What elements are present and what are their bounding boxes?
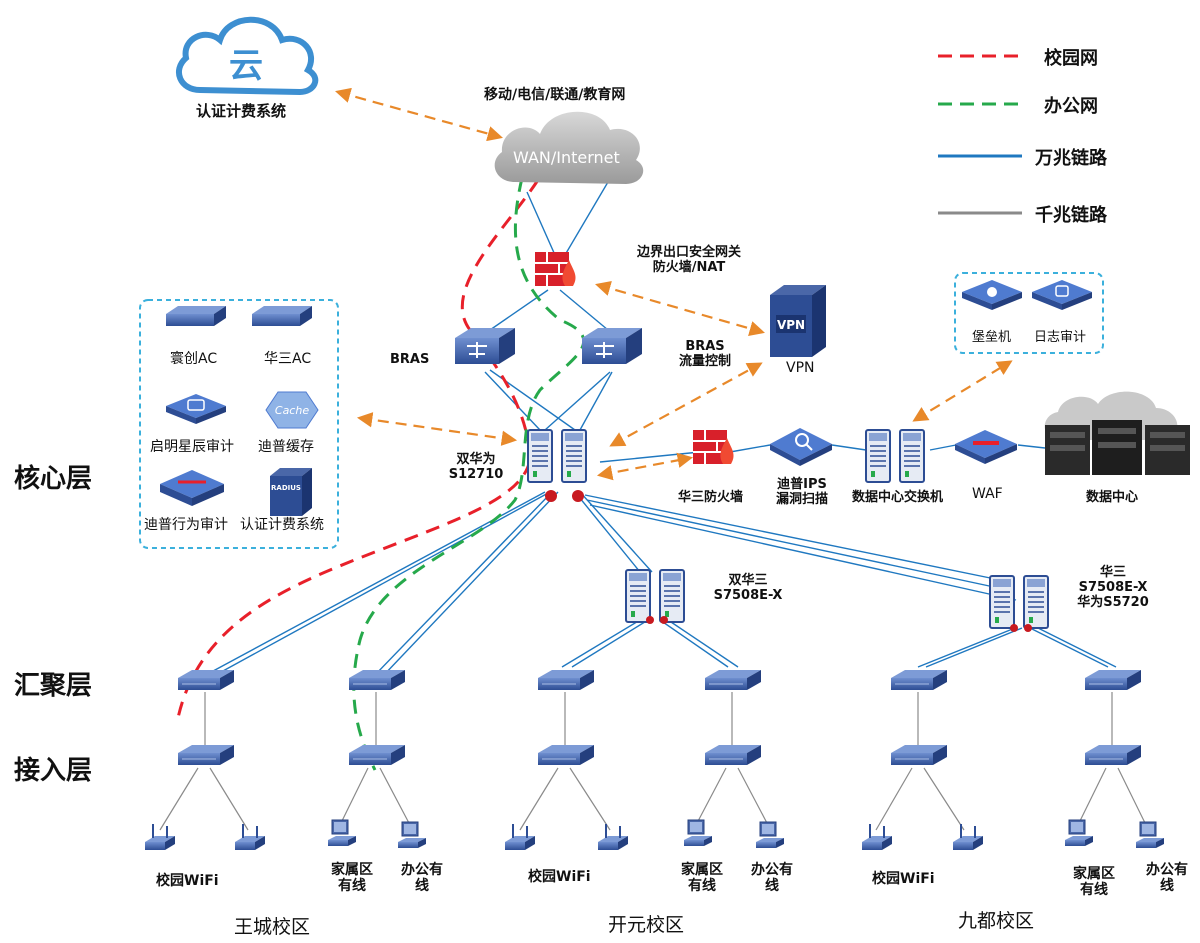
venustech-audit-label: 启明星辰审计	[150, 439, 234, 455]
pc-icon	[1064, 819, 1094, 847]
jiudu-campus-name: 九都校区	[958, 910, 1035, 932]
h3c-firewall-icon	[692, 429, 735, 465]
legend	[938, 54, 1022, 215]
vpn-server-icon: VPN	[770, 285, 826, 357]
layer-label-core: 核心层	[14, 464, 93, 494]
dc-switch-label: 数据中心交换机	[852, 490, 944, 505]
datacenter-label: 数据中心	[1086, 490, 1139, 505]
log-audit-label: 日志审计	[1034, 330, 1087, 345]
aggregation-switch-icon	[890, 669, 948, 691]
access-switch-icon	[890, 744, 948, 766]
access-switch-icon	[348, 744, 406, 766]
huanchuang-ac-label: 寰创AC	[170, 351, 218, 367]
waf-icon	[955, 430, 1017, 464]
dc-switch-icon	[865, 429, 925, 483]
kaiyuan-campus-name: 开元校区	[608, 914, 685, 936]
auth-billing-cloud-icon: 云	[176, 16, 319, 96]
wifi-ap-icon	[597, 823, 629, 851]
bras-left-label: BRAS	[390, 352, 430, 367]
wifi-ap-icon	[952, 823, 984, 851]
log-audit-icon	[1032, 280, 1092, 310]
h3c-firewall-label: 华三防火墙	[678, 490, 744, 505]
gateway-label: 边界出口安全网关 防火墙/NAT	[636, 245, 741, 275]
border-firewall-icon	[534, 251, 577, 287]
radius-label: 认证计费系统	[240, 517, 324, 533]
access-switch-icon	[1084, 744, 1142, 766]
ips-scanner-icon	[770, 428, 832, 466]
bras-right-label: BRAS 流量控制	[678, 339, 731, 369]
wan-internet-cloud-icon	[494, 111, 644, 184]
core-switch-label: 双华为 S12710	[448, 452, 504, 482]
layer-label-aggregation: 汇聚层	[14, 671, 93, 701]
wan-caption: 移动/电信/联通/教育网	[484, 87, 626, 103]
bras-left-icon	[455, 328, 515, 364]
datacenter-icon	[1044, 391, 1190, 475]
access-switch-icon	[177, 744, 235, 766]
bastion-host-label: 堡垒机	[972, 330, 1012, 345]
bastion-host-icon	[962, 280, 1022, 310]
jiudu-family-label: 家属区 有线	[1073, 866, 1115, 899]
jiudu-office-label: 办公有 线	[1146, 862, 1188, 895]
wifi-ap-icon	[504, 823, 536, 851]
wifi-ap-icon	[234, 823, 266, 851]
jiudu-core-label: 华三 S7508E-X 华为S5720	[1077, 565, 1149, 610]
left-panel-frame	[139, 299, 339, 549]
kaiyuan-wifi-label: 校园WiFi	[528, 869, 591, 885]
aggregation-switch-icon	[537, 669, 595, 691]
bras-right-icon	[582, 328, 642, 364]
legend-label-office: 办公网	[1044, 96, 1098, 117]
right-panel-frame	[954, 272, 1104, 354]
jiudu-core-switch-icon	[989, 575, 1049, 632]
kaiyuan-core-switch-icon	[625, 569, 685, 624]
vpn-label: VPN	[786, 360, 815, 376]
dptech-behavior-audit-label: 迪普行为审计	[144, 517, 228, 533]
access-switch-icon	[704, 744, 762, 766]
ips-label: 迪普IPS 漏洞扫描	[775, 477, 828, 507]
legend-label-campus: 校园网	[1044, 48, 1098, 69]
wangcheng-campus-name: 王城校区	[234, 916, 311, 938]
pc-icon	[397, 821, 427, 849]
aggregation-switch-icon	[704, 669, 762, 691]
huanchuang-ac-icon	[166, 306, 226, 326]
radius-icon-text: RADIUS	[271, 484, 301, 492]
auth-cloud-label: 认证计费系统	[196, 102, 287, 120]
management-arrows	[335, 87, 1013, 481]
wan-label: WAN/Internet	[513, 148, 620, 167]
wifi-ap-icon	[144, 823, 176, 851]
office-network-path	[352, 177, 586, 771]
h3c-ac-icon	[252, 306, 312, 326]
layer-label-access: 接入层	[14, 756, 93, 786]
dptech-cache-label: 迪普缓存	[258, 439, 314, 455]
svg-text:云: 云	[229, 46, 263, 86]
aggregation-switch-icon	[177, 669, 235, 691]
jiudu-wifi-label: 校园WiFi	[872, 871, 935, 887]
venustech-audit-icon	[166, 394, 226, 424]
pc-icon	[683, 819, 713, 847]
dptech-cache-icon: Cache	[265, 391, 319, 429]
kaiyuan-office-label: 办公有 线	[751, 862, 793, 895]
wangcheng-office-label: 办公有 线	[401, 862, 443, 895]
access-switch-icon	[537, 744, 595, 766]
waf-label: WAF	[972, 486, 1003, 502]
wangcheng-family-label: 家属区 有线	[331, 862, 373, 895]
aggregation-switch-icon	[348, 669, 406, 691]
core-switch-huawei-icon	[527, 429, 587, 502]
aggregation-switch-icon	[1084, 669, 1142, 691]
cache-icon-text: Cache	[275, 404, 309, 417]
kaiyuan-core-label: 双华三 S7508E-X	[713, 573, 783, 603]
legend-label-tengig: 万兆链路	[1035, 148, 1107, 169]
pc-icon	[1135, 821, 1165, 849]
dptech-behavior-audit-icon	[160, 470, 224, 506]
radius-server-icon: RADIUS	[270, 468, 312, 516]
legend-label-gig: 千兆链路	[1035, 205, 1107, 226]
wangcheng-wifi-label: 校园WiFi	[156, 873, 219, 889]
h3c-ac-label: 华三AC	[264, 351, 312, 367]
pc-icon	[755, 821, 785, 849]
gig-links	[159, 692, 1147, 831]
kaiyuan-family-label: 家属区 有线	[681, 862, 723, 895]
pc-icon	[327, 819, 357, 847]
vpn-icon-text: VPN	[777, 318, 805, 332]
